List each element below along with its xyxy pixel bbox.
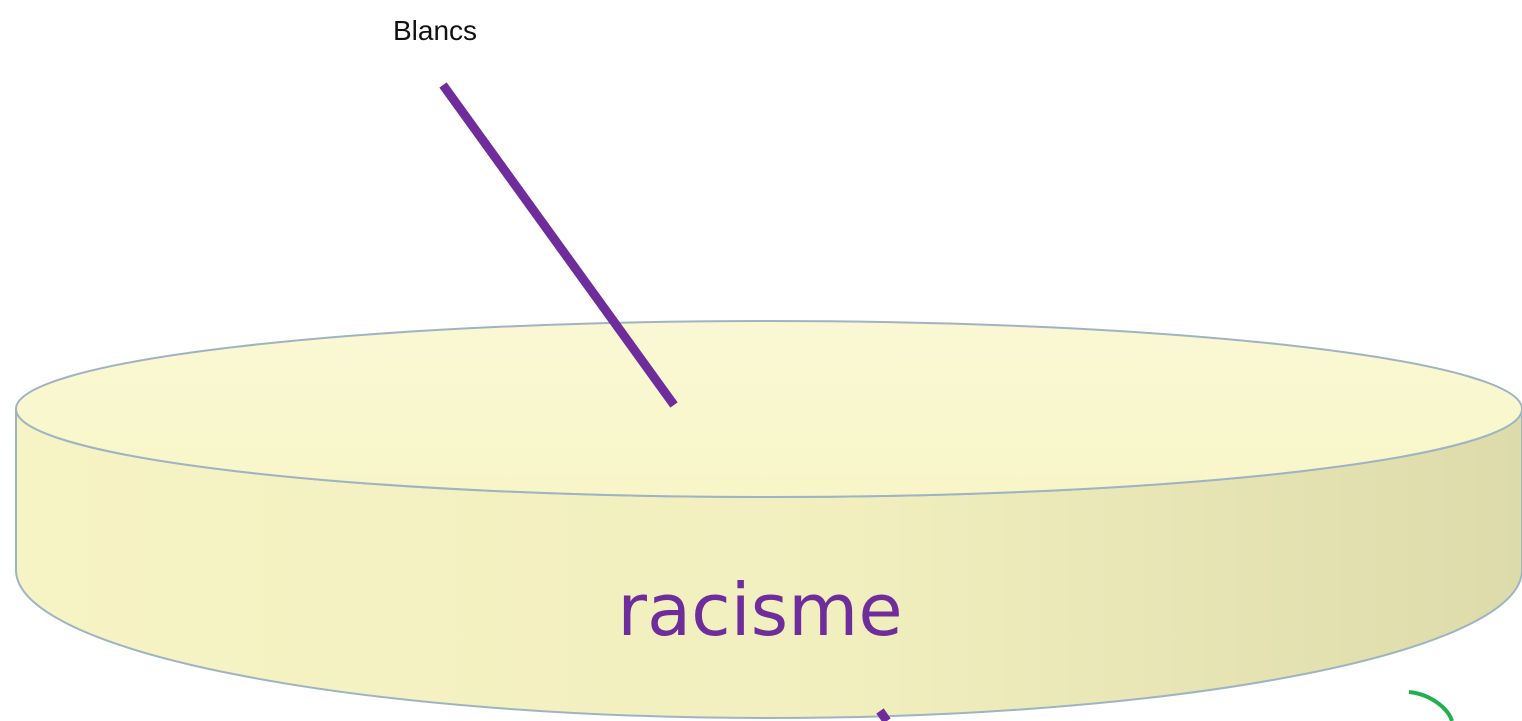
connector-line-top	[439, 82, 678, 408]
top-label: Blancs	[393, 15, 477, 46]
disk-top-face	[15, 320, 1522, 498]
center-label: racisme	[617, 568, 902, 652]
arc-accent	[1408, 690, 1454, 721]
connector-line-bottom	[876, 708, 891, 721]
